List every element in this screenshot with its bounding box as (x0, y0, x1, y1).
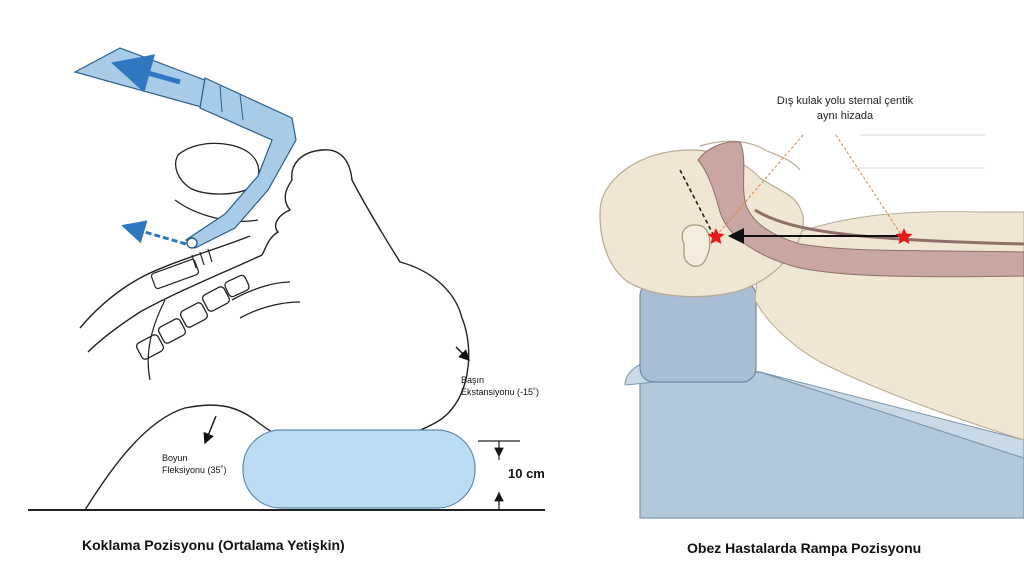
neck-flexion-label-line1: Boyun (162, 453, 188, 463)
patient-ear (681, 224, 711, 267)
neck-flexion-label-line2: Fleksiyonu (35˚) (162, 465, 227, 475)
head-outline (291, 149, 470, 447)
neck-front (147, 299, 166, 381)
leader-line-sternum (835, 134, 903, 237)
left-caption: Koklama Pozisyonu (Ortalama Yetişkin) (82, 537, 345, 553)
head-pillow (242, 429, 476, 509)
cervical-vertebrae (135, 274, 301, 360)
leader-line-ear (715, 134, 804, 237)
trachea (150, 248, 213, 290)
head-extension-arrow (455, 346, 470, 361)
blade-tip (186, 237, 198, 249)
blade-divider-1 (219, 85, 223, 113)
blade-divider-2 (239, 93, 244, 121)
pillow-height-label: 10 cm (508, 466, 545, 481)
airway-posterior (87, 254, 263, 353)
pillow-height-dimension (478, 440, 520, 511)
right-caption: Obez Hastalarda Rampa Pozisyonu (687, 540, 922, 556)
neck-flexion-label: Boyun Fleksiyonu (35˚) (162, 452, 227, 476)
alignment-note-line2: aynı hizada (816, 110, 874, 122)
alignment-note: Dış kulak yolu sternal çentik aynı hizad… (770, 94, 920, 124)
trachea-tube (754, 208, 1024, 246)
sternal-notch-marker (895, 228, 913, 244)
airway-anterior (79, 235, 251, 329)
lift-direction-arrow (111, 54, 181, 93)
patient-head (599, 149, 804, 298)
jaw-outline (174, 199, 259, 222)
tongue-outline (175, 142, 260, 195)
ramp-position-illustration (599, 134, 1024, 519)
face-profile (699, 140, 801, 171)
head-extension-label-line2: Ekstansiyonu (-15˚) (461, 387, 540, 397)
head-extension-label-line1: Başın (461, 375, 485, 385)
head-extension-label: Başın Ekstansiyonu (-15˚) (461, 374, 539, 398)
ear-canal-dashed-line (679, 169, 715, 237)
laryngoscope-handle (73, 47, 213, 111)
ear-canal-marker (707, 228, 725, 244)
sniffing-position-illustration (28, 47, 545, 511)
neck-flexion-arrow (203, 415, 217, 445)
line-of-sight-arrow (121, 220, 187, 246)
alignment-note-line1: Dış kulak yolu sternal çentik (776, 95, 914, 107)
face-outline (261, 179, 293, 256)
